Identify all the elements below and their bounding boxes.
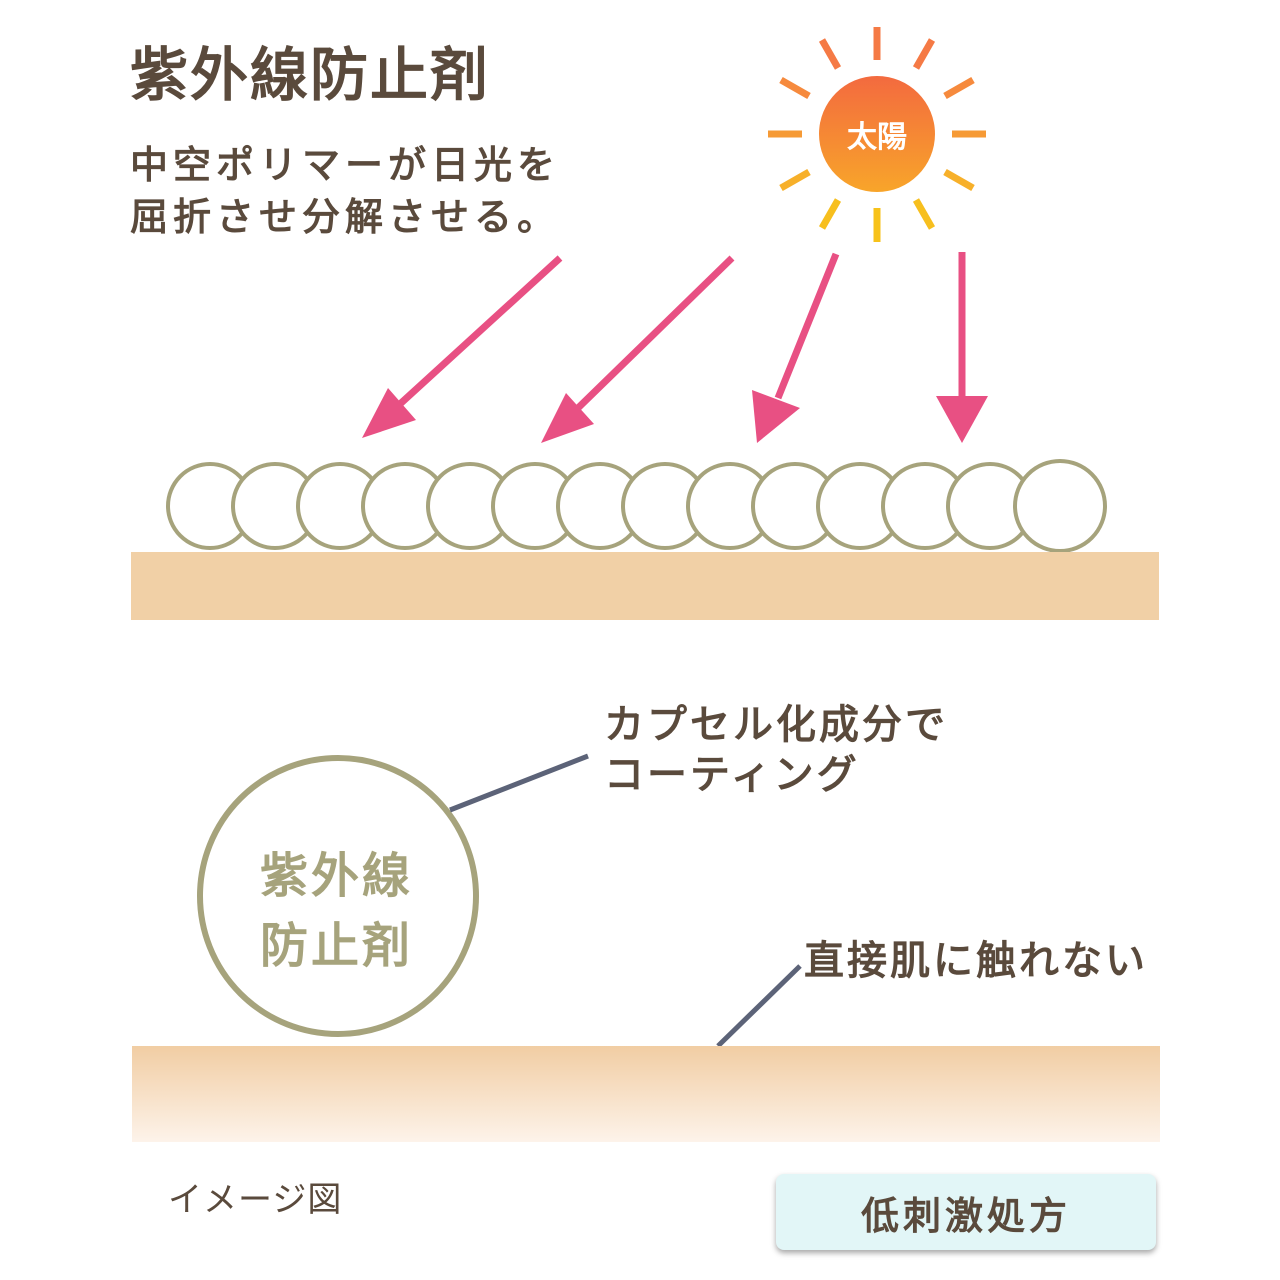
coating-label-line-1: カプセル化成分で [604,702,948,748]
light-arrows [362,252,988,443]
capsule-label-line-2: 防止剤 [260,918,414,974]
skin-layer-top [131,552,1159,620]
coating-label-line-2: コーティング [604,752,860,798]
page-title: 紫外線防止剤 [130,41,491,109]
arrow-head-3 [752,390,800,443]
sun-label: 太陽 [847,120,907,155]
description-line-1: 中空ポリマーが日光を [130,143,561,187]
skin-leader-line [716,964,802,1048]
arrow-head-2 [541,393,594,443]
hollow-polymer-layer [166,459,1107,553]
sun-icon [819,76,935,192]
low-irritation-badge: 低刺激処方 [776,1174,1156,1250]
skin-note-label: 直接肌に触れない [804,938,1148,984]
description-line-2: 屈折させ分解させる。 [130,195,561,239]
skin-layer-bottom [132,1046,1160,1142]
arrow-head-4 [936,396,988,443]
arrow-head-1 [362,388,416,438]
capsule-label-line-1: 紫外線 [260,848,414,904]
coating-leader-line [449,753,589,813]
image-caption: イメージ図 [168,1180,343,1220]
sun-rays [768,27,986,242]
badge-label: 低刺激処方 [860,1193,1071,1238]
capsule-circle [197,755,479,1037]
